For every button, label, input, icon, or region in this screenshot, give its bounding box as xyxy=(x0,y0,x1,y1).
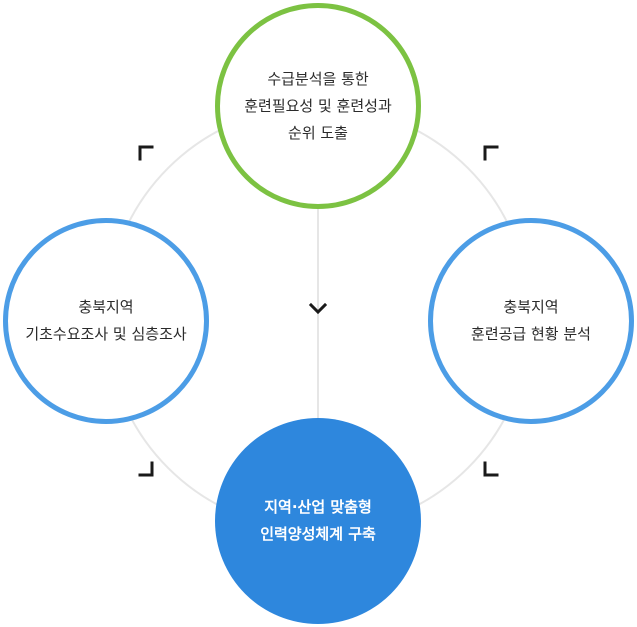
arrow-center-down-icon xyxy=(308,302,328,315)
node-top-line-3: 순위 도출 xyxy=(288,123,348,142)
node-top-line-2: 훈련필요성 및 훈련성과 xyxy=(244,96,392,115)
node-top-line-1: 수급분석을 통한 xyxy=(267,69,369,88)
arrow-top-left-icon xyxy=(138,145,154,161)
arrow-bottom-left-icon xyxy=(138,461,154,477)
node-workforce-system: 지역·산업 맞춤형 인력양성체계 구축 xyxy=(215,418,421,624)
node-bottom-line-2: 인력양성체계 구축 xyxy=(260,525,376,543)
node-supply-demand-analysis: 수급분석을 통한 훈련필요성 및 훈련성과 순위 도출 xyxy=(215,3,421,209)
node-right-line-2: 훈련공급 현황 분석 xyxy=(471,325,591,343)
node-demand-survey: 충북지역 기초수요조사 및 심층조사 xyxy=(3,218,209,424)
arrow-top-right-icon xyxy=(483,145,499,161)
node-right-line-1: 충북지역 xyxy=(503,298,559,316)
node-bottom-line-1: 지역·산업 맞춤형 xyxy=(264,498,372,516)
node-left-line-1: 충북지역 xyxy=(78,298,134,316)
node-supply-status-analysis: 충북지역 훈련공급 현황 분석 xyxy=(428,218,634,424)
arrow-bottom-right-icon xyxy=(483,461,499,477)
node-left-line-2: 기초수요조사 및 심층조사 xyxy=(25,325,187,343)
